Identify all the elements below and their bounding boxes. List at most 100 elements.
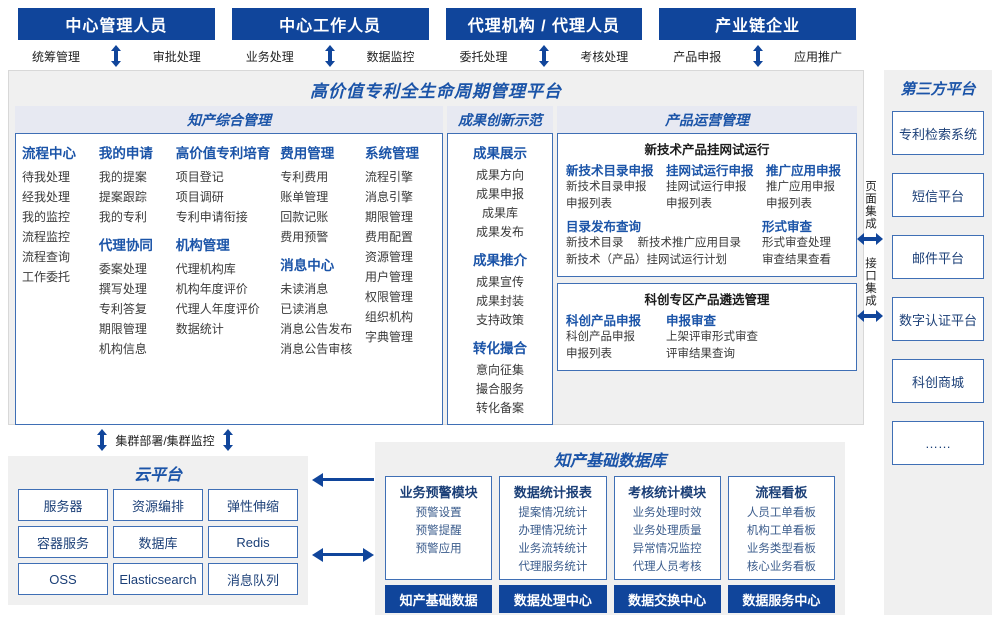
menu-item[interactable]: 申报列表 xyxy=(566,348,612,360)
menu-item[interactable]: 申报列表 xyxy=(566,198,612,210)
menu-item[interactable]: 审查结果查看 xyxy=(762,254,831,266)
menu-item[interactable]: 消息公告发布 xyxy=(280,322,353,336)
menu-item[interactable]: 工作委托 xyxy=(22,270,71,284)
menu-item[interactable]: 消息公告审核 xyxy=(280,342,353,356)
menu-item[interactable]: 账单管理 xyxy=(280,190,329,204)
menu-item[interactable]: 成果封装 xyxy=(475,294,524,308)
menu-item[interactable]: 待我处理 xyxy=(22,170,71,184)
role-card-0[interactable]: 中心管理人员 xyxy=(18,8,215,40)
menu-item[interactable]: 未读消息 xyxy=(280,282,329,296)
menu-item[interactable]: 字典管理 xyxy=(365,330,414,344)
menu-item[interactable]: 资源管理 xyxy=(365,250,414,264)
menu-item[interactable]: 用户管理 xyxy=(365,270,414,284)
menu-item[interactable]: 推广应用申报 xyxy=(766,181,835,193)
menu-item[interactable]: 期限管理 xyxy=(98,322,147,336)
menu-item[interactable]: 组织机构 xyxy=(365,310,414,324)
db-item[interactable]: 核心业务看板 xyxy=(746,561,816,573)
menu-item[interactable]: 新技术推广应用目录 xyxy=(637,237,742,249)
role-card-2[interactable]: 代理机构 / 代理人员 xyxy=(445,8,643,40)
menu-item[interactable]: 成果方向 xyxy=(475,168,524,182)
third-party-item-4[interactable]: 科创商城 xyxy=(892,359,984,403)
menu-item[interactable]: 申报列表 xyxy=(666,198,712,210)
db-item[interactable]: 提案情况统计 xyxy=(518,507,588,519)
menu-item[interactable]: 数据统计 xyxy=(175,322,224,336)
menu-item[interactable]: 经我处理 xyxy=(22,190,71,204)
db-item[interactable]: 预警提醒 xyxy=(415,525,462,537)
db-item[interactable]: 办理情况统计 xyxy=(518,525,588,537)
menu-item[interactable]: 机构年度评价 xyxy=(175,282,248,296)
db-item[interactable]: 预警设置 xyxy=(415,507,462,519)
menu-item[interactable]: 流程查询 xyxy=(22,250,71,264)
third-party-item-2[interactable]: 邮件平台 xyxy=(892,235,984,279)
cloud-item-1[interactable]: 资源编排 xyxy=(113,489,203,521)
menu-item[interactable]: 形式审查处理 xyxy=(762,237,831,249)
menu-item[interactable]: 成果申报 xyxy=(475,187,524,201)
menu-item[interactable]: 科创产品申报 xyxy=(566,331,635,343)
cloud-item-6[interactable]: OSS xyxy=(18,563,108,595)
cloud-item-8[interactable]: 消息队列 xyxy=(208,563,298,595)
menu-item[interactable]: 机构信息 xyxy=(98,342,147,356)
menu-item[interactable]: 撰写处理 xyxy=(98,282,147,296)
menu-item[interactable]: 新技术目录 xyxy=(566,237,624,249)
cloud-item-5[interactable]: Redis xyxy=(208,526,298,558)
db-item[interactable]: 业务类型看板 xyxy=(746,543,816,555)
menu-item[interactable]: 成果库 xyxy=(481,206,518,220)
menu-item[interactable]: 专利答复 xyxy=(98,302,147,316)
menu-item[interactable]: 流程引擎 xyxy=(365,170,414,184)
menu-item[interactable]: 专利费用 xyxy=(280,170,329,184)
db-item[interactable]: 业务处理时效 xyxy=(632,507,702,519)
db-item[interactable]: 代理服务统计 xyxy=(518,561,588,573)
cloud-item-2[interactable]: 弹性伸缩 xyxy=(208,489,298,521)
menu-item[interactable]: 上架评审形式审查 xyxy=(666,331,758,343)
menu-item[interactable]: 成果发布 xyxy=(475,225,524,239)
menu-item[interactable]: 提案跟踪 xyxy=(98,190,147,204)
menu-item[interactable]: 我的监控 xyxy=(22,210,71,224)
menu-item[interactable]: 代理机构库 xyxy=(175,262,236,276)
db-footer-0[interactable]: 知产基础数据 xyxy=(385,585,493,613)
db-footer-1[interactable]: 数据处理中心 xyxy=(499,585,607,613)
menu-item[interactable]: 撮合服务 xyxy=(475,382,524,396)
menu-item[interactable]: 转化备案 xyxy=(475,401,524,415)
menu-item[interactable]: 代理人年度评价 xyxy=(175,302,260,316)
menu-item[interactable]: 回款记账 xyxy=(280,210,329,224)
db-item[interactable]: 业务流转统计 xyxy=(518,543,588,555)
role-card-1[interactable]: 中心工作人员 xyxy=(231,8,429,40)
menu-item[interactable]: 项目调研 xyxy=(175,190,224,204)
menu-item[interactable]: 费用预警 xyxy=(280,230,329,244)
cloud-item-4[interactable]: 数据库 xyxy=(113,526,203,558)
db-footer-2[interactable]: 数据交换中心 xyxy=(613,585,721,613)
cloud-item-3[interactable]: 容器服务 xyxy=(18,526,108,558)
menu-item[interactable]: 评审结果查询 xyxy=(666,348,735,360)
menu-item[interactable]: 消息引擎 xyxy=(365,190,414,204)
menu-item[interactable]: 我的提案 xyxy=(98,170,147,184)
cloud-item-7[interactable]: Elasticsearch xyxy=(113,563,203,595)
cloud-item-0[interactable]: 服务器 xyxy=(18,489,108,521)
third-party-item-0[interactable]: 专利检索系统 xyxy=(892,111,984,155)
menu-item[interactable]: 期限管理 xyxy=(365,210,414,224)
third-party-item-5[interactable]: …… xyxy=(892,421,984,465)
role-card-3[interactable]: 产业链企业 xyxy=(659,8,856,40)
menu-item[interactable]: 我的专利 xyxy=(98,210,147,224)
db-item[interactable]: 业务处理质量 xyxy=(632,525,702,537)
db-item[interactable]: 人员工单看板 xyxy=(746,507,816,519)
menu-item[interactable]: 新技术目录申报 xyxy=(566,181,647,193)
db-item[interactable]: 异常情况监控 xyxy=(632,543,702,555)
menu-item[interactable]: 项目登记 xyxy=(175,170,224,184)
db-item[interactable]: 机构工单看板 xyxy=(746,525,816,537)
menu-item[interactable]: 申报列表 xyxy=(766,198,812,210)
third-party-item-3[interactable]: 数字认证平台 xyxy=(892,297,984,341)
menu-item[interactable]: 已读消息 xyxy=(280,302,329,316)
db-item[interactable]: 预警应用 xyxy=(415,543,462,555)
db-footer-3[interactable]: 数据服务中心 xyxy=(727,585,835,613)
third-party-item-1[interactable]: 短信平台 xyxy=(892,173,984,217)
menu-item[interactable]: 委案处理 xyxy=(98,262,147,276)
menu-item[interactable]: 意向征集 xyxy=(475,363,524,377)
menu-item[interactable]: 流程监控 xyxy=(22,230,71,244)
menu-item[interactable]: 挂网试运行申报 xyxy=(666,181,747,193)
menu-item[interactable]: 费用配置 xyxy=(365,230,414,244)
db-item[interactable]: 代理人员考核 xyxy=(632,561,702,573)
menu-item[interactable]: 新技术（产品）挂网试运行计划 xyxy=(566,254,727,266)
menu-item[interactable]: 专利申请衔接 xyxy=(175,210,248,224)
menu-item[interactable]: 权限管理 xyxy=(365,290,414,304)
menu-item[interactable]: 支持政策 xyxy=(475,313,524,327)
